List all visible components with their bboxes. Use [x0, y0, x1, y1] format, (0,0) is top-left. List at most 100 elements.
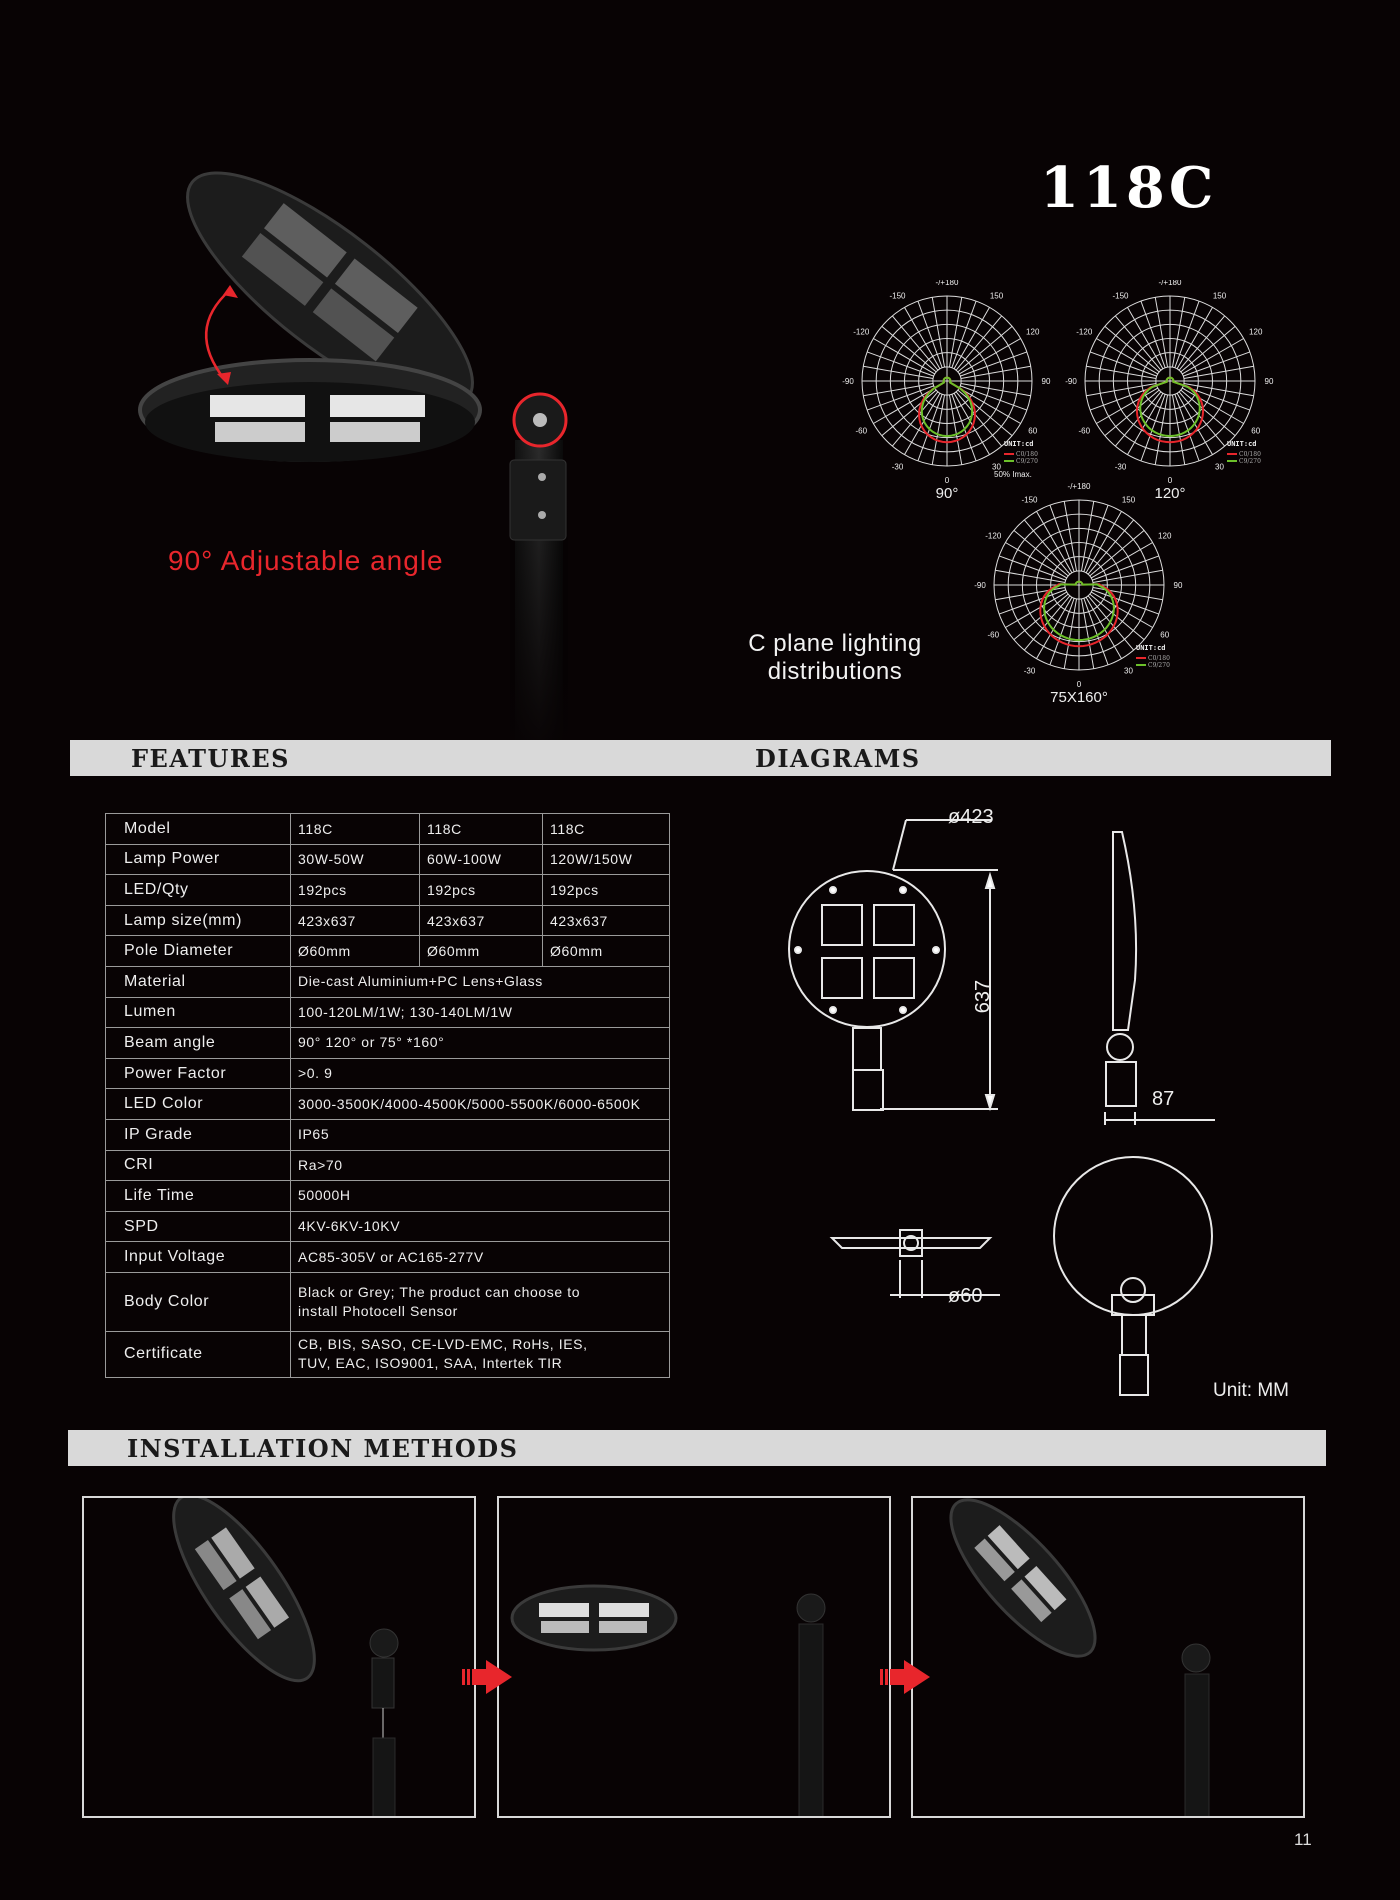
installation-header-bar: INSTALLATION METHODS: [68, 1430, 1326, 1466]
spec-label: Life Time: [105, 1180, 291, 1212]
spec-label: IP Grade: [105, 1118, 291, 1151]
polar-angle-label: -30: [1024, 667, 1036, 676]
polar-angle-label: -/+180: [1068, 482, 1091, 491]
spec-label: Certificate: [105, 1330, 291, 1378]
polar-angle-label: -120: [1076, 328, 1093, 337]
polar-angle-label: 0: [945, 476, 950, 485]
polar-angle-label: 60: [1028, 427, 1037, 436]
polar-angle-label: 0: [1168, 476, 1173, 485]
back-view-drawing: [1053, 1156, 1213, 1396]
unit-label: Unit: MM: [1213, 1380, 1289, 1401]
polar-angle-label: 90: [1042, 377, 1051, 386]
legend-label: C0/180: [1016, 451, 1038, 458]
polar-angle-label: 60: [1160, 631, 1169, 640]
legend-label: C0/180: [1239, 451, 1261, 458]
polar-angle-label: -60: [987, 631, 999, 640]
spec-label: Lamp size(mm): [105, 904, 291, 937]
top-view-drawing: [829, 1229, 1000, 1298]
spec-label: Material: [105, 965, 291, 998]
spec-value: 100-120LM/1W; 130-140LM/1W: [290, 996, 670, 1029]
polar-angle-label: 90: [1174, 581, 1183, 590]
spec-value: 90° 120° or 75° *160°: [290, 1027, 670, 1059]
unit-cd-label: UNIT:cd: [1136, 644, 1166, 652]
spec-label: Input Voltage: [105, 1241, 291, 1273]
spec-label: LED Color: [105, 1088, 291, 1120]
pole-diameter-dimension: ø60: [948, 1285, 983, 1307]
polar-angle-label: -150: [1021, 495, 1038, 504]
spec-label: CRI: [105, 1149, 291, 1182]
unit-cd-label: UNIT:cd: [1227, 440, 1257, 448]
polar-curve-c9: [1139, 376, 1201, 438]
polar-angle-label: 120: [1158, 532, 1172, 541]
beam-angle-label: 90°: [936, 485, 959, 502]
polar-angle-label: 90: [1265, 377, 1274, 386]
c-plane-caption-line1: C plane lighting: [748, 630, 922, 657]
next-step-arrow-icon: [880, 1660, 930, 1694]
spec-value: Ø60mm: [542, 935, 670, 967]
beam-angle-label: 75X160°: [1050, 689, 1108, 706]
spec-label: SPD: [105, 1210, 291, 1243]
installation-step-1: [82, 1493, 476, 1819]
spec-label: Body Color: [105, 1271, 291, 1332]
spec-value: 4KV-6KV-10KV: [290, 1210, 670, 1243]
imax-note: 50% Imax.: [994, 470, 1032, 479]
height-dimension: 637: [972, 979, 995, 1014]
adjustable-angle-label: 90° Adjustable angle: [168, 545, 444, 576]
unit-cd-label: UNIT:cd: [1004, 440, 1034, 448]
spec-value: 118C: [542, 813, 670, 845]
model-title: 118C: [1040, 155, 1218, 221]
polar-curve-c9: [1043, 580, 1115, 642]
spec-value: 192pcs: [419, 874, 543, 906]
spec-value: Ø60mm: [290, 935, 420, 967]
c-plane-caption: C plane lighting distributions: [720, 630, 950, 686]
spec-label: Beam angle: [105, 1027, 291, 1059]
legend-label: C0/180: [1148, 655, 1170, 662]
page-number: 11: [1294, 1830, 1312, 1849]
spec-value: Ø60mm: [419, 935, 543, 967]
polar-angle-label: -150: [1112, 291, 1129, 300]
polar-angle-label: -/+180: [1159, 280, 1182, 287]
installation-step-3: [911, 1496, 1305, 1820]
polar-angle-label: -120: [985, 532, 1002, 541]
spec-label: Model: [105, 813, 291, 845]
spec-value: IP65: [290, 1118, 670, 1151]
lamp-hero-image: [138, 171, 568, 760]
polar-angle-label: 120: [1249, 328, 1263, 337]
depth-dimension: 87: [1152, 1088, 1175, 1110]
step-2-image: [510, 1584, 826, 1825]
spec-value: 423x637: [542, 904, 670, 937]
legend-label: C9/270: [1239, 458, 1261, 465]
spec-label: Power Factor: [105, 1057, 291, 1090]
spec-value: Black or Grey; The product can choose to…: [290, 1271, 670, 1332]
spec-value: CB, BIS, SASO, CE-LVD-EMC, RoHs, IES, TU…: [290, 1330, 670, 1378]
spec-value: 423x637: [419, 904, 543, 937]
spec-value: 30W-50W: [290, 843, 420, 876]
polar-angle-label: -30: [892, 463, 904, 472]
spec-value: 118C: [419, 813, 543, 845]
diameter-dimension: ø423: [948, 806, 994, 828]
polar-curve-c9: [920, 376, 974, 438]
front-view-drawing: [788, 819, 998, 1112]
spec-label: Lumen: [105, 996, 291, 1029]
polar-angle-label: 150: [990, 291, 1004, 300]
polar-angle-label: -90: [1065, 377, 1077, 386]
spec-label: LED/Qty: [105, 874, 291, 906]
spec-value: Ra>70: [290, 1149, 670, 1182]
spec-value: 50000H: [290, 1180, 670, 1212]
next-step-arrow-icon: [462, 1660, 512, 1694]
spec-value: 192pcs: [542, 874, 670, 906]
